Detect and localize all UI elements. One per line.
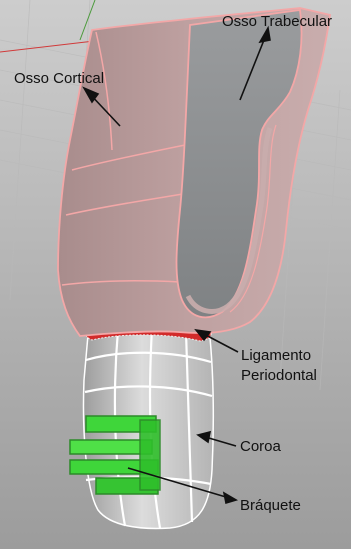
label-osso-trabecular: Osso Trabecular <box>222 13 332 30</box>
label-osso-cortical: Osso Cortical <box>14 70 104 87</box>
bracket-side <box>140 420 160 490</box>
label-periodontal: Periodontal <box>241 367 317 384</box>
label-ligamento: Ligamento <box>241 347 311 364</box>
label-braquete: Bráquete <box>240 497 301 514</box>
label-coroa: Coroa <box>240 438 282 455</box>
